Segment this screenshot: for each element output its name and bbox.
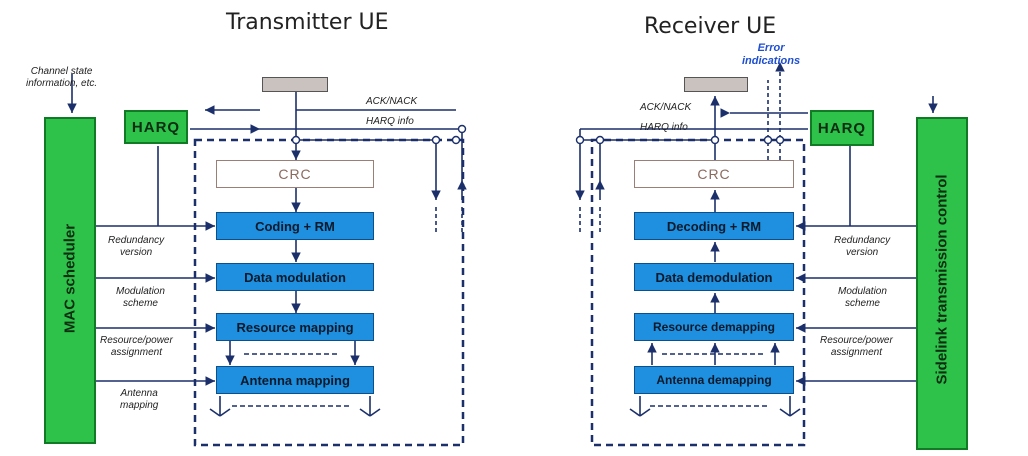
sidelink-control-label: Sidelink transmission control: [933, 174, 951, 385]
rx-crc-box: CRC: [634, 160, 794, 188]
rx-boundary: [590, 138, 806, 447]
resource-mapping-block: Resource mapping: [216, 313, 374, 341]
tx-title: Transmitter UE: [226, 10, 389, 35]
tx-harq-box: HARQ: [124, 110, 188, 144]
mac-scheduler-label: MAC scheduler: [61, 223, 79, 334]
tx-harq-info-label: HARQ info: [366, 116, 414, 127]
mac-scheduler: [44, 117, 96, 444]
rx-harq-box: HARQ: [810, 110, 874, 146]
rx-title: Receiver UE: [644, 14, 777, 39]
data-modulation-block: Data modulation: [216, 263, 374, 291]
tx-ack-nack-label: ACK/NACK: [366, 96, 418, 107]
antenna-mapping-block: Antenna mapping: [216, 366, 374, 394]
data-demodulation-block: Data demodulation: [634, 263, 794, 291]
rx-ack-nack-label: ACK/NACK: [640, 102, 692, 113]
sidelink-control: [916, 117, 968, 450]
coding-rm-block: Coding + RM: [216, 212, 374, 240]
tx-crc-box: CRC: [216, 160, 374, 188]
rx-data-sink: [684, 77, 748, 92]
rx-harq-info-label: HARQ info: [640, 122, 688, 133]
antenna-demapping-block: Antenna demapping: [634, 366, 794, 394]
decoding-rm-block: Decoding + RM: [634, 212, 794, 240]
resource-demapping-block: Resource demapping: [634, 313, 794, 341]
tx-data-source: [262, 77, 328, 92]
